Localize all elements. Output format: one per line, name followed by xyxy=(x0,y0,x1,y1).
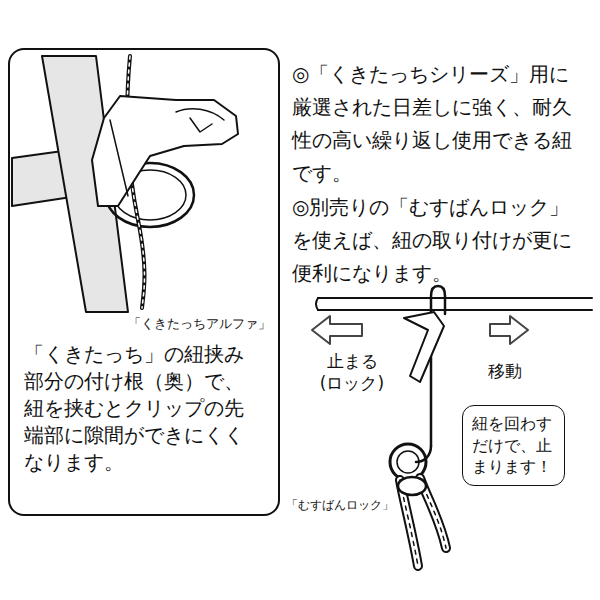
part-name: 「むすばんロック」 xyxy=(286,498,394,514)
lock-plate xyxy=(404,312,444,382)
hook-stem xyxy=(430,350,433,446)
rod-end xyxy=(316,298,318,310)
left-arrow xyxy=(312,316,362,344)
callout-text: 紐を回わすだけで、止まります！ xyxy=(472,413,555,478)
clip-detail xyxy=(110,120,128,196)
clip-detail xyxy=(176,109,224,120)
callout-box: 紐を回わすだけで、止まります！ xyxy=(462,405,565,486)
lock-ring xyxy=(397,451,419,473)
clip-detail xyxy=(190,118,212,132)
rod xyxy=(318,297,592,299)
description-text: ◎別売りの「むすばんロック」を使えば、紐の取り付けが更に便利になります。 xyxy=(292,191,582,290)
description-text: 「くきたっち」の紐挟み部分の付け根（奥）で、紐を挟むとクリップの先端部に隙間がで… xyxy=(24,341,246,476)
clip-body xyxy=(92,96,238,206)
direction-label: 止まる(ロック) xyxy=(318,350,386,394)
rope-knot xyxy=(398,477,426,495)
right-arrow xyxy=(490,316,528,344)
part-name: 「くきたっちアルファ」 xyxy=(128,316,278,333)
description-text: ◎「くきたっちシリーズ」用に厳選された日差しに強く、耐久性の高い繰り返し使用でき… xyxy=(292,58,582,190)
info-panel: 「くきたっちアルファ」「くきたっち」の紐挟み部分の付け根（奥）で、紐を挟むとクリ… xyxy=(8,48,280,516)
direction-label: 移動 xyxy=(488,360,522,382)
rod xyxy=(318,309,592,311)
